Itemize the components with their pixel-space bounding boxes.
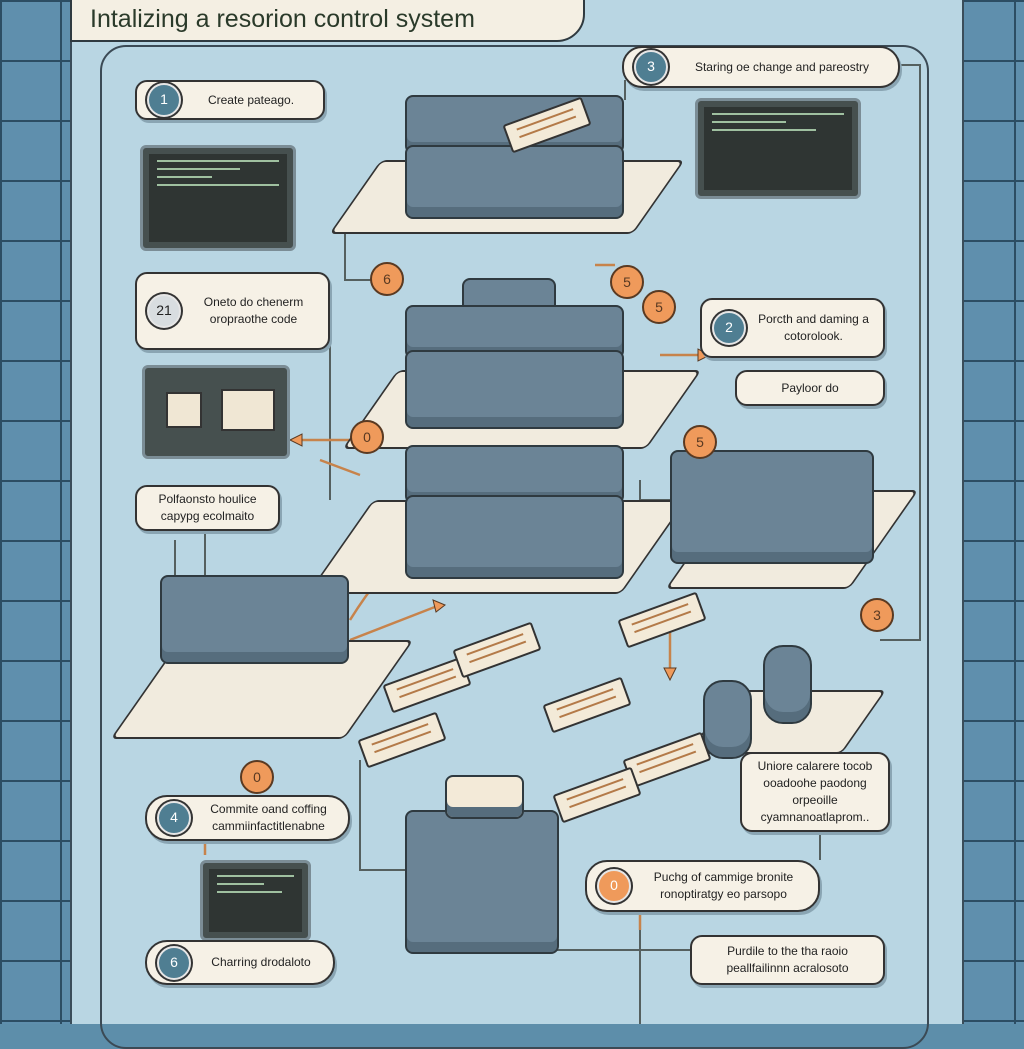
code-monitor <box>140 145 296 251</box>
document-icon <box>221 389 275 431</box>
step-create-package: 1 Create pateago. <box>135 80 325 120</box>
server-right <box>670 450 874 564</box>
note-box: Uniore calarere tocob ooadoohe paodong o… <box>740 752 890 832</box>
step-marker: 5 <box>683 425 717 459</box>
diagram-title: Intalizing a resorion control system <box>70 0 585 42</box>
step-marker: 5 <box>610 265 644 299</box>
step-number: 0 <box>597 869 631 903</box>
right-tile-wall <box>954 0 1024 1024</box>
step-payload: Payloor do <box>735 370 885 406</box>
step-marker: 0 <box>240 760 274 794</box>
step-commit-and-config: 4 Commite oand coffing cammiinfactitlenab… <box>145 795 350 841</box>
envelope-icon <box>166 392 202 428</box>
step-number: 1 <box>147 83 181 117</box>
step-pushing-changes: 0 Puchg of cammige bronite ronoptiratgy e… <box>585 860 820 912</box>
step-number: 3 <box>634 50 668 84</box>
step-label: Create pateago. <box>207 92 295 107</box>
step-marker: 5 <box>642 290 676 324</box>
step-number: 2 <box>712 311 746 345</box>
left-tile-wall <box>0 0 70 1024</box>
step-number: 21 <box>147 294 181 328</box>
step-marker: 6 <box>370 262 404 296</box>
step-label: Puchg of cammige bronite ronoptiratgy eo… <box>653 870 794 901</box>
package-block <box>405 810 559 954</box>
step-publish: Polfaonsto houlice capypg ecolmaito <box>135 485 280 531</box>
step-label: Oneto do chenerm oropraothe code <box>203 295 304 326</box>
step-marker: 3 <box>860 598 894 632</box>
step-label: Purdile to the tha raoio peallfailinnn a… <box>726 944 849 975</box>
database-cylinder <box>703 680 752 759</box>
server-stack-middle-base <box>405 350 624 429</box>
step-patch-and-checking: 2 Porcth and daming a cotorolook. <box>700 298 885 358</box>
step-label: Charring drodaloto <box>211 955 311 970</box>
server-stack-lower <box>405 445 624 504</box>
step-label: Commite oand coffing cammiinfactitlenabn… <box>210 802 327 833</box>
server-left <box>160 575 349 664</box>
step-label: Staring oe change and pareostry <box>694 59 870 74</box>
step-staging-changes: 3 Staring oe change and pareostry <box>622 46 900 88</box>
server-stack-lower-base <box>405 495 624 579</box>
step-label: Porcth and daming a cotorolook. <box>758 312 869 343</box>
step-label: Polfaonsto houlice capypg ecolmaito <box>158 492 257 523</box>
code-monitor <box>200 860 311 941</box>
step-number: 4 <box>157 801 191 835</box>
email-document-monitor <box>142 365 290 459</box>
code-monitor <box>695 98 861 199</box>
database-cylinder <box>763 645 812 724</box>
step-label: Payloor do <box>781 380 839 395</box>
step-number: 6 <box>157 945 191 980</box>
server-stack-top-base <box>405 145 624 219</box>
step-push-remote: Purdile to the tha raoio peallfailinnn a… <box>690 935 885 985</box>
step-marker: 0 <box>350 420 384 454</box>
step-checking: 6 Charring drodaloto <box>145 940 335 985</box>
package-lid <box>445 775 524 819</box>
step-label: Uniore calarere tocob ooadoohe paodong o… <box>757 759 873 824</box>
step-create-code: 21 Oneto do chenerm oropraothe code <box>135 272 330 350</box>
